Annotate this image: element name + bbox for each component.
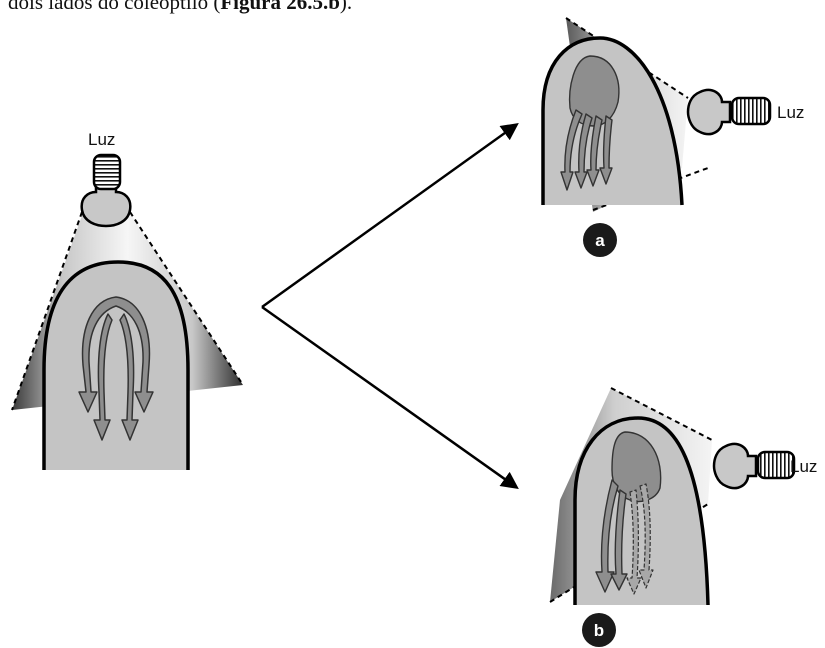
light-bulb-a	[688, 90, 770, 134]
light-label-top: Luz	[88, 130, 115, 149]
badge-b-label: b	[594, 621, 604, 640]
light-label-a: Luz	[777, 103, 804, 122]
light-bulb-b	[714, 444, 794, 488]
light-bulb-top	[82, 155, 131, 226]
bulb-socket-b	[758, 452, 794, 478]
branch-arrow-to-b	[262, 307, 516, 487]
coleoptile-top-light: Luz	[12, 130, 243, 470]
coleoptile-body	[44, 262, 188, 470]
coleoptile-side-light-a: Luz a	[543, 18, 804, 257]
badge-a-label: a	[595, 231, 605, 250]
light-label-b: Luz	[790, 457, 817, 476]
bulb-socket-a	[732, 98, 770, 124]
branch-arrow-to-a	[262, 125, 516, 307]
coleoptile-side-light-b: Luz b	[550, 388, 817, 647]
bulb-socket-top	[94, 155, 120, 189]
